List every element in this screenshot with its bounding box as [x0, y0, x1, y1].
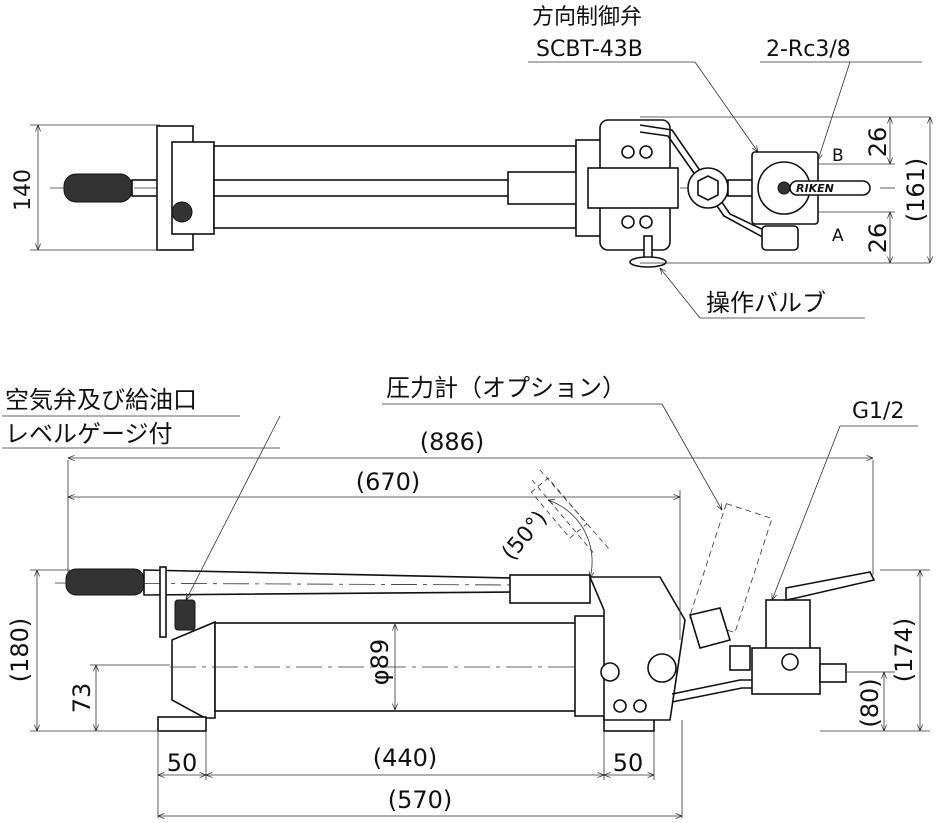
- air-valve-cap: [174, 599, 196, 631]
- port-a-dim: 26: [864, 223, 892, 254]
- port-b-label: B: [832, 146, 844, 166]
- side-direction-valve: [765, 599, 811, 651]
- valve-lever: [789, 180, 871, 196]
- riken-logo: RIKEN: [796, 182, 834, 195]
- port-thread-g-label: G1/2: [852, 399, 904, 424]
- port-a-label: A: [832, 226, 844, 246]
- height-dim-140: 140: [11, 169, 36, 211]
- left-foot: [157, 716, 207, 732]
- foot-span-dim: (440): [373, 744, 438, 772]
- air-valve-label-line2: レベルゲージ付: [5, 420, 173, 448]
- valve-height-dim: (174): [890, 618, 918, 683]
- left-foot-dim: 50: [167, 749, 198, 777]
- air-valve-label-line1: 空気弁及び給油口: [5, 386, 197, 414]
- overall-height-dim: (180): [6, 618, 34, 683]
- right-foot-dim: 50: [613, 749, 644, 777]
- direction-valve-model: SCBT-43B: [536, 37, 643, 62]
- side-view: (50°) (886) (670) (180) 73 φ89 (174) (80…: [2, 374, 930, 818]
- operating-valve-knob: [629, 256, 667, 268]
- overall-length-dim: (886): [420, 428, 485, 456]
- operating-valve-label: 操作バルブ: [706, 289, 826, 317]
- top-view: RIKEN 140 26 26 (161) B A 方向制御弁 SCBT-43B…: [11, 5, 930, 319]
- total-height-dim-161: (161): [902, 158, 930, 223]
- port-b-dim: 26: [864, 127, 892, 158]
- pressure-gauge-label: 圧力計（オプション）: [386, 374, 626, 402]
- port-thread-label: 2-Rc3/8: [766, 37, 851, 62]
- base-length-dim: (570): [388, 786, 453, 814]
- cylinder-diameter-dim: φ89: [366, 639, 394, 685]
- port-height-dim: (80): [856, 678, 884, 727]
- handle-length-dim: (670): [356, 468, 421, 496]
- direction-valve-label: 方向制御弁: [532, 5, 642, 30]
- side-handle-grip: [65, 568, 145, 596]
- center-height-dim: 73: [68, 683, 96, 714]
- handle-angle-dim: (50°): [497, 506, 552, 565]
